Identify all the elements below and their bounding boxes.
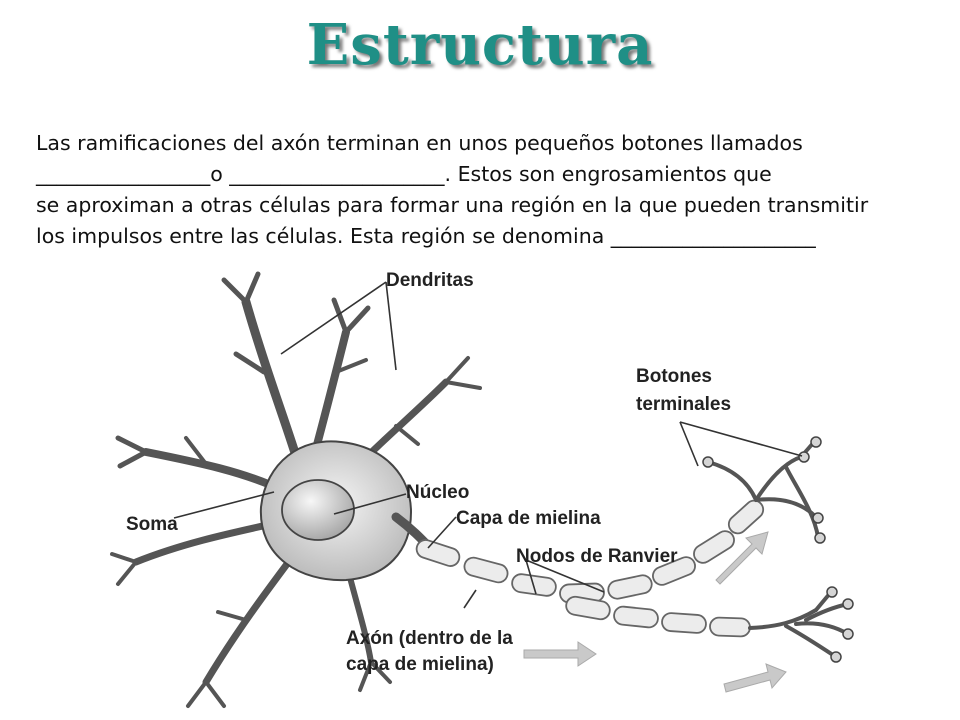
intro-line-4: los impulsos entre las células. Esta reg… xyxy=(36,224,816,248)
slide-title: Estructura xyxy=(306,12,654,78)
label-soma: Soma xyxy=(126,514,178,535)
intro-text: Las ramificaciones del axón terminan en … xyxy=(36,128,936,252)
label-axon-line1: Axón (dentro de la xyxy=(346,628,513,649)
label-botones-line2: terminales xyxy=(636,394,731,415)
terminal-branches-lower xyxy=(748,590,850,659)
terminal-buttons-upper xyxy=(702,436,826,544)
label-capa-mielina: Capa de mielina xyxy=(456,508,601,529)
label-nucleo: Núcleo xyxy=(406,482,469,503)
leader-lines xyxy=(173,281,803,609)
intro-line-2: _________________o _____________________… xyxy=(36,162,772,186)
nucleus xyxy=(281,479,355,541)
label-axon-line2: capa de mielina) xyxy=(346,654,494,675)
neuron-diagram: Dendritas Botones terminales Núcleo Soma… xyxy=(110,270,854,708)
terminal-buttons-lower xyxy=(826,586,854,663)
impulse-arrows xyxy=(523,531,787,693)
label-botones-line1: Botones xyxy=(636,366,712,387)
intro-line-1: Las ramificaciones del axón terminan en … xyxy=(36,131,803,155)
dendrites xyxy=(110,271,482,708)
label-nodos-ranvier: Nodos de Ranvier xyxy=(516,546,678,567)
intro-line-3: se aproximan a otras células para formar… xyxy=(36,193,869,217)
label-dendritas: Dendritas xyxy=(386,270,474,291)
